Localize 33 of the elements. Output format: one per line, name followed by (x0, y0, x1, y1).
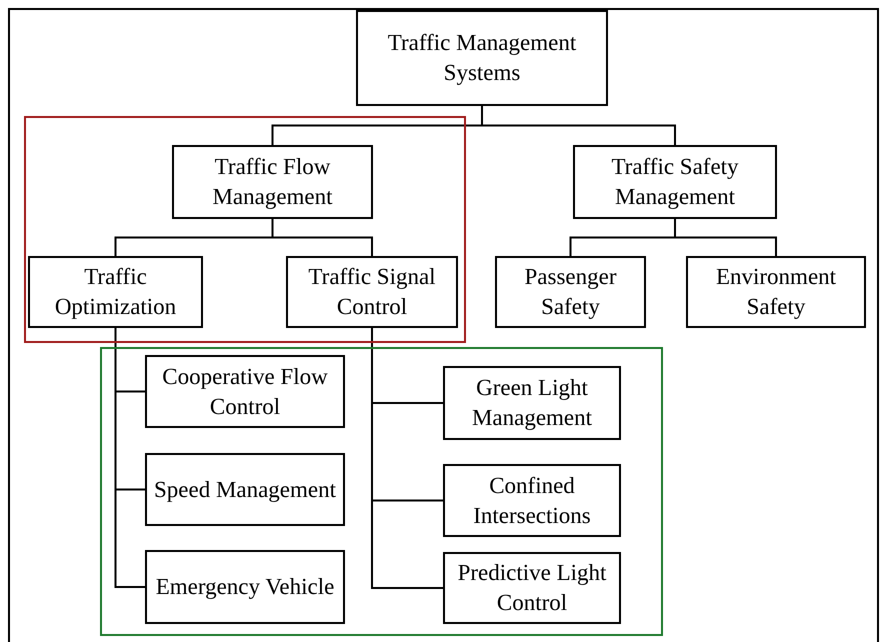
box-label: Speed Management (154, 476, 336, 504)
connector-line (272, 219, 373, 256)
process-box (443, 464, 621, 537)
process-box (145, 355, 345, 428)
process-box (495, 256, 646, 328)
box-label: Predictive Light Control (456, 559, 608, 617)
process-box (145, 550, 345, 624)
group-frame (100, 347, 663, 636)
connector-line (481, 106, 676, 145)
box-label: Passenger Safety (524, 263, 618, 321)
box-label: Traffic Optimization (54, 263, 178, 321)
process-box (172, 145, 373, 219)
box-label: Traffic Safety Management (610, 153, 740, 211)
box-label: Traffic Management Systems (386, 29, 578, 87)
connector-line (674, 219, 777, 256)
connector-line (371, 328, 443, 589)
process-box (286, 256, 458, 328)
box-label: Environment Safety (714, 263, 838, 321)
process-box (145, 453, 345, 526)
process-box (443, 366, 621, 440)
box-label: Cooperative Flow Control (161, 362, 329, 420)
box-label: Traffic Signal Control (307, 263, 437, 321)
process-box (573, 145, 777, 219)
process-box (686, 256, 866, 328)
process-box (356, 10, 608, 106)
group-frame (24, 116, 466, 343)
box-label: Green Light Management (470, 374, 594, 432)
process-box (28, 256, 203, 328)
box-label: Confined Intersections (472, 472, 592, 530)
process-box (443, 552, 621, 624)
box-label: Traffic Flow Management (211, 153, 334, 211)
connector-line (114, 328, 145, 588)
box-label: Emergency Vehicle (156, 573, 334, 601)
